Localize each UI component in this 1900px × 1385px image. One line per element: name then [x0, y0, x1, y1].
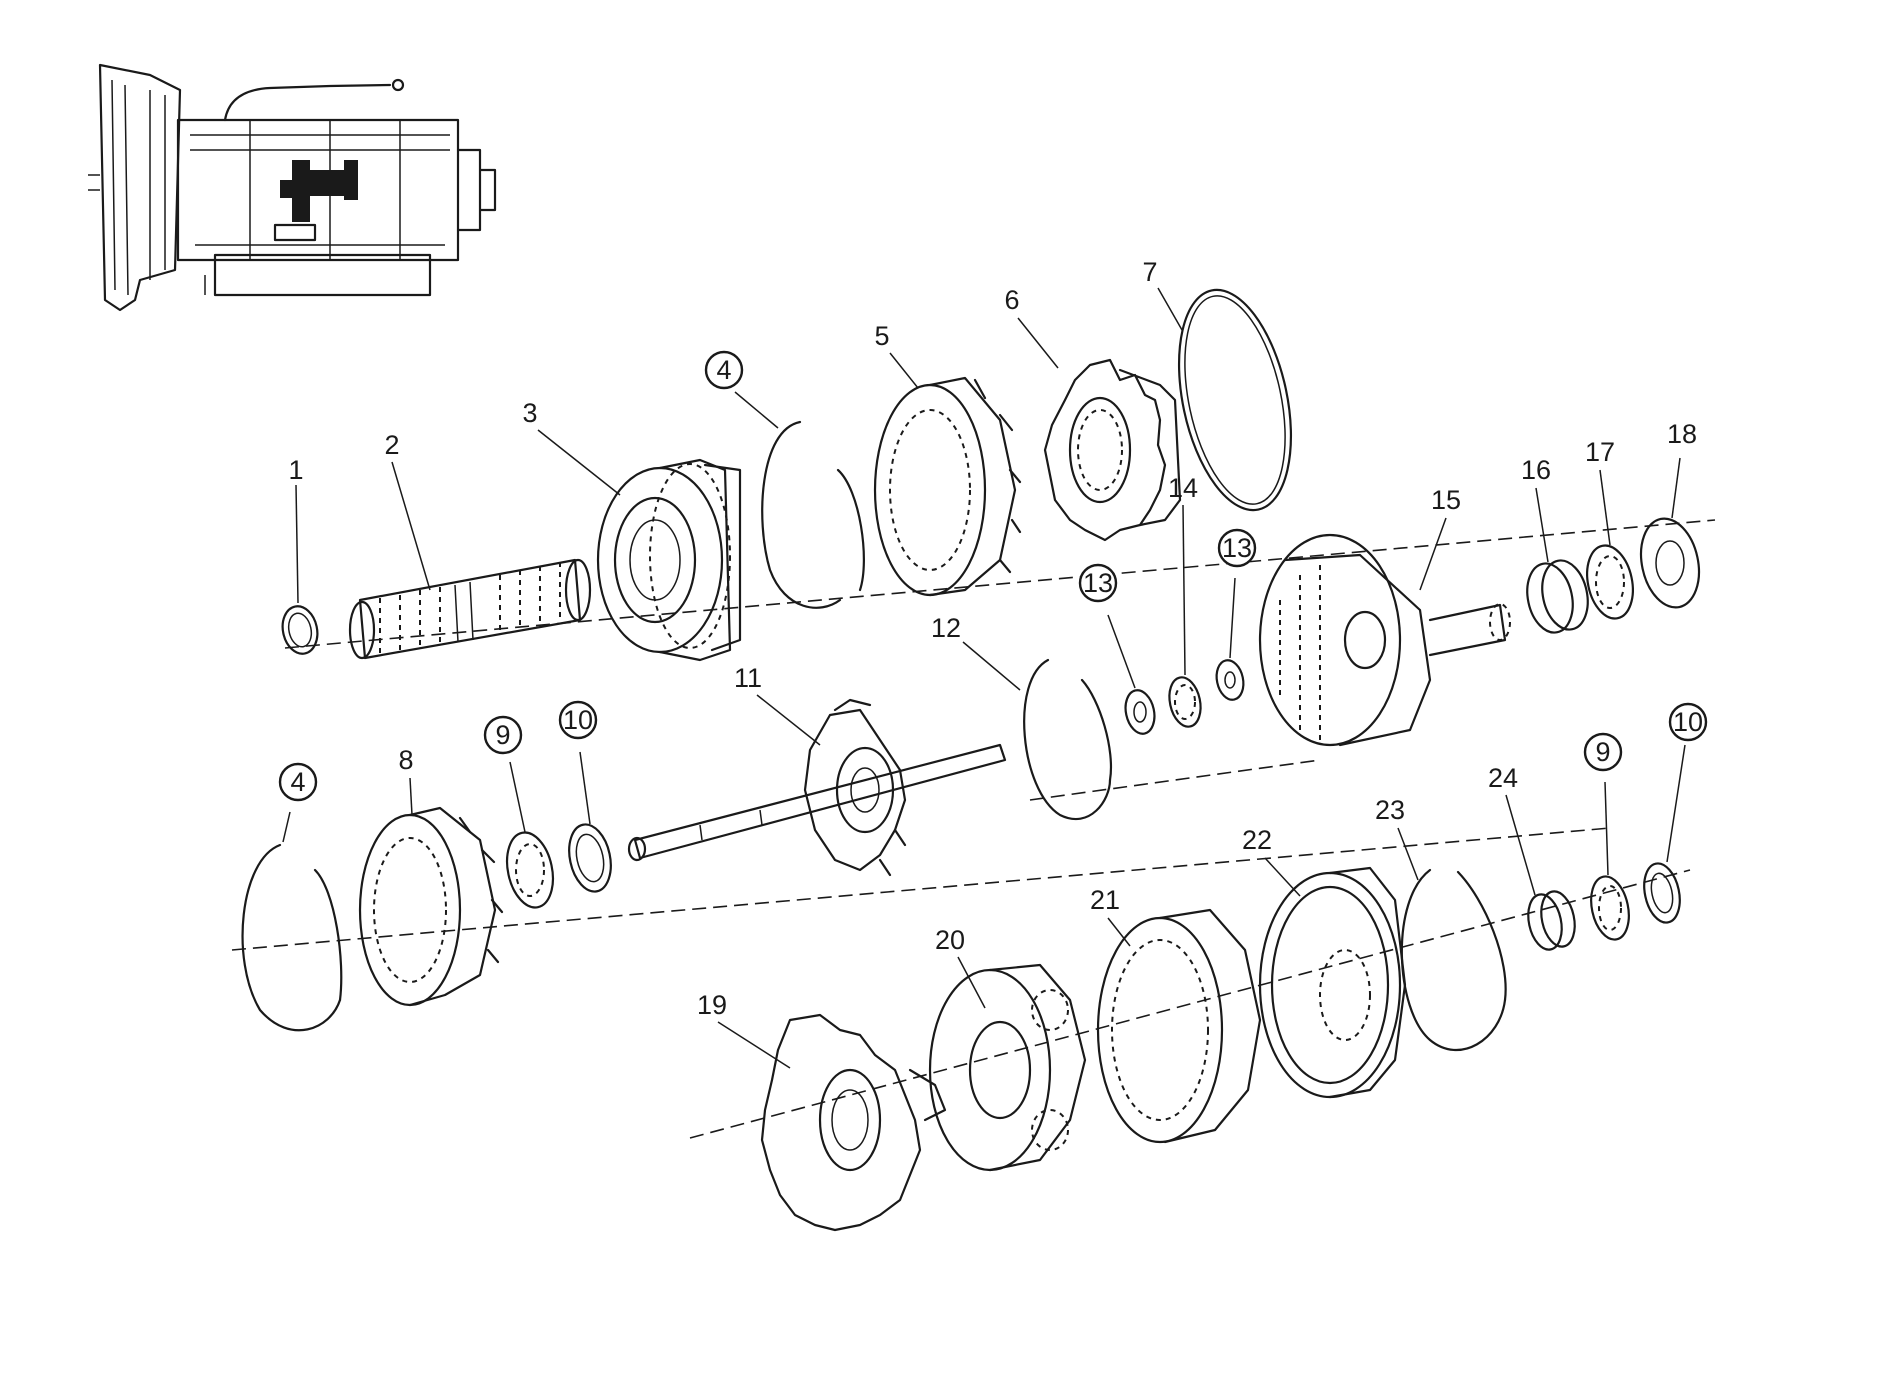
callout-number: 3	[522, 398, 537, 428]
callout-p18: 18	[1667, 419, 1697, 449]
callout-p6: 6	[1004, 285, 1019, 315]
part-3-gear-assembly	[596, 458, 742, 662]
callout-p10b: 10	[1668, 702, 1708, 742]
callout-number: 21	[1090, 885, 1120, 915]
part-5-clutch-hub	[873, 376, 1022, 597]
part-16-bushing	[1526, 559, 1589, 634]
callout-p22: 22	[1242, 825, 1272, 855]
callout-p3: 3	[522, 398, 537, 428]
callout-number: 9	[1595, 737, 1610, 767]
callout-p21: 21	[1090, 885, 1120, 915]
callout-number: 16	[1521, 455, 1551, 485]
callout-p19: 19	[697, 990, 727, 1020]
part-22-drum	[1258, 866, 1407, 1099]
callout-number: 1	[288, 455, 303, 485]
callout-number: 9	[495, 720, 510, 750]
callout-number: 14	[1168, 473, 1198, 503]
callout-p17: 17	[1585, 437, 1615, 467]
part-8-clutch-hub	[358, 806, 504, 1007]
callout-number: 4	[290, 767, 305, 797]
part-12-snap-ring	[1023, 658, 1112, 821]
callout-number: 22	[1242, 825, 1272, 855]
callout-p1: 1	[288, 455, 303, 485]
callout-p23: 23	[1375, 795, 1405, 825]
part-20-planetary-carrier	[928, 963, 1087, 1172]
callout-p8: 8	[398, 745, 413, 775]
callout-p4a: 4	[704, 350, 744, 390]
part-18-thrust-washer	[1639, 517, 1701, 609]
part-10-thrust-washer-b	[1643, 862, 1681, 924]
assembly-axis-lines	[231, 519, 1716, 1139]
callout-number: 8	[398, 745, 413, 775]
callout-p12: 12	[931, 613, 961, 643]
part-10-thrust-washer-a	[568, 823, 612, 893]
part-13-thrust-washer-b	[1215, 659, 1245, 701]
callout-p4b: 4	[278, 762, 318, 802]
part-7-large-ring	[1177, 288, 1293, 512]
part-1-snap-ring	[281, 605, 319, 655]
part-17-thrust-bearing	[1586, 544, 1634, 620]
callout-number: 20	[935, 925, 965, 955]
callout-p20: 20	[935, 925, 965, 955]
callout-p14: 14	[1168, 473, 1198, 503]
part-9-thrust-bearing-b	[1590, 875, 1630, 941]
callout-p13b: 13	[1217, 528, 1257, 568]
callout-leader-lines	[282, 287, 1686, 1069]
callout-p7: 7	[1142, 257, 1157, 287]
callout-p16: 16	[1521, 455, 1551, 485]
part-23-snap-ring	[1400, 868, 1507, 1052]
callout-number: 12	[931, 613, 961, 643]
callout-p5: 5	[874, 321, 889, 351]
callout-p9b: 9	[1583, 732, 1623, 772]
part-19-sprocket	[760, 1013, 947, 1232]
part-21-ring-gear	[1096, 908, 1262, 1144]
callout-number: 10	[1673, 707, 1703, 737]
callout-number: 6	[1004, 285, 1019, 315]
part-14-thrust-bearing	[1168, 676, 1202, 728]
part-4-snap-ring-upper	[761, 420, 865, 609]
part-15-clutch-housing	[1258, 533, 1511, 747]
callout-number: 5	[874, 321, 889, 351]
callout-p2: 2	[384, 430, 399, 460]
callout-number: 13	[1222, 533, 1252, 563]
callout-p15: 15	[1431, 485, 1461, 515]
callout-p13a: 13	[1078, 563, 1118, 603]
part-6-sprocket-carrier	[1043, 358, 1182, 542]
callout-number: 23	[1375, 795, 1405, 825]
callout-number: 11	[734, 663, 762, 693]
callout-number: 19	[697, 990, 727, 1020]
part-13-thrust-washer-a	[1124, 689, 1156, 735]
callout-p24: 24	[1488, 763, 1518, 793]
part-9-thrust-bearing-a	[505, 831, 555, 909]
callout-number: 15	[1431, 485, 1461, 515]
transmission-locator-illustration	[88, 63, 497, 312]
callout-p9a: 9	[483, 715, 523, 755]
part-4-snap-ring-lower	[241, 843, 343, 1032]
part-11-output-shaft	[627, 698, 1007, 877]
callout-number: 24	[1488, 763, 1518, 793]
callout-number: 2	[384, 430, 399, 460]
callout-number: 7	[1142, 257, 1157, 287]
callout-number: 17	[1585, 437, 1615, 467]
callout-number: 10	[563, 705, 593, 735]
part-2-input-shaft	[348, 558, 592, 660]
callout-number: 13	[1083, 568, 1113, 598]
callout-p10a: 10	[558, 700, 598, 740]
callout-number: 18	[1667, 419, 1697, 449]
callout-p11: 11	[734, 663, 762, 693]
part-24-bushing	[1527, 890, 1576, 951]
callout-number: 4	[716, 355, 731, 385]
